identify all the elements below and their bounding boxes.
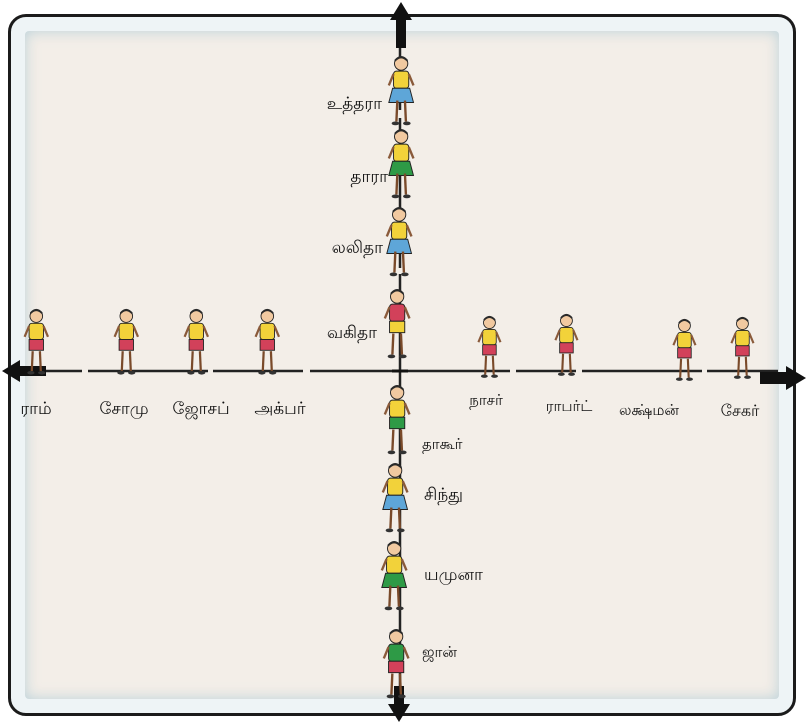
child-figure-nasar	[476, 315, 502, 378]
child-figure-uthara	[387, 55, 415, 126]
name-label-lalitha: லலிதா	[331, 238, 383, 258]
child-figure-akbar	[254, 308, 280, 375]
name-label-thara: தாரா	[350, 167, 388, 187]
child-figure-joseph	[183, 308, 209, 375]
left-arrow-icon	[2, 360, 46, 382]
name-label-sekar: சேகர்	[720, 401, 760, 420]
child-figure-thara	[387, 128, 415, 199]
name-label-akbar: அக்பர்	[254, 399, 306, 419]
child-figure-vahitha	[383, 288, 411, 359]
child-figure-john	[382, 628, 410, 699]
name-label-john: ஜான்	[422, 643, 457, 661]
name-label-vahitha: வகிதா	[326, 323, 377, 343]
name-label-robert: ராபர்ட்	[545, 397, 593, 415]
child-figure-yamuna	[380, 540, 408, 611]
name-label-joseph: ஜோசப்	[172, 399, 230, 419]
child-figure-lakshman	[671, 318, 697, 381]
name-label-lakshman: லக்ஷ்மன்	[619, 401, 679, 419]
down-arrow-icon	[388, 686, 410, 722]
name-label-nasar: நாசர்	[469, 391, 503, 409]
child-figure-thagur	[383, 384, 411, 455]
child-figure-ram	[23, 308, 49, 375]
child-figure-robert	[553, 313, 579, 376]
name-label-thagur: தாகூர்	[422, 435, 463, 453]
name-label-yamuna: யமுனா	[424, 565, 483, 585]
child-figure-sekar	[729, 316, 755, 379]
up-arrow-icon	[390, 2, 412, 48]
child-figure-lalitha	[385, 206, 413, 277]
child-figure-somu	[113, 308, 139, 375]
name-label-ram: ராம்	[20, 399, 52, 419]
right-arrow-icon	[760, 366, 806, 390]
name-label-somu: சோமு	[99, 399, 149, 419]
child-figure-sindhu	[381, 462, 409, 533]
name-label-uthara: உத்தரா	[326, 94, 382, 114]
name-label-sindhu: சிந்து	[424, 485, 463, 505]
